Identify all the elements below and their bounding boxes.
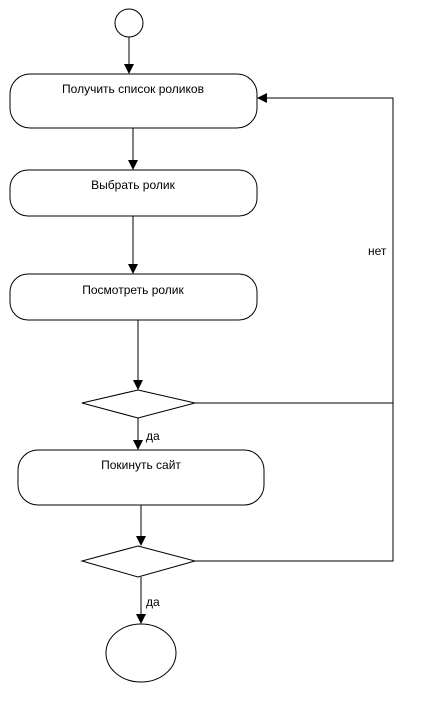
action-get-list-label: Получить список роликов [62,82,204,96]
end-node [105,623,177,683]
start-node [114,8,144,38]
edge-label-yes-1: да [146,429,160,443]
edge-label-yes-2: да [146,595,160,609]
action-watch [9,273,258,321]
action-choose-label: Выбрать ролик [91,178,175,192]
decision-1 [81,389,196,419]
action-leave-label: Покинуть сайт [101,458,181,472]
decision-2 [80,545,197,578]
edge-decision-2-loop [195,93,394,562]
action-watch-label: Посмотреть ролик [82,283,184,297]
action-choose [9,169,258,217]
edge-label-no: нет [368,244,387,258]
